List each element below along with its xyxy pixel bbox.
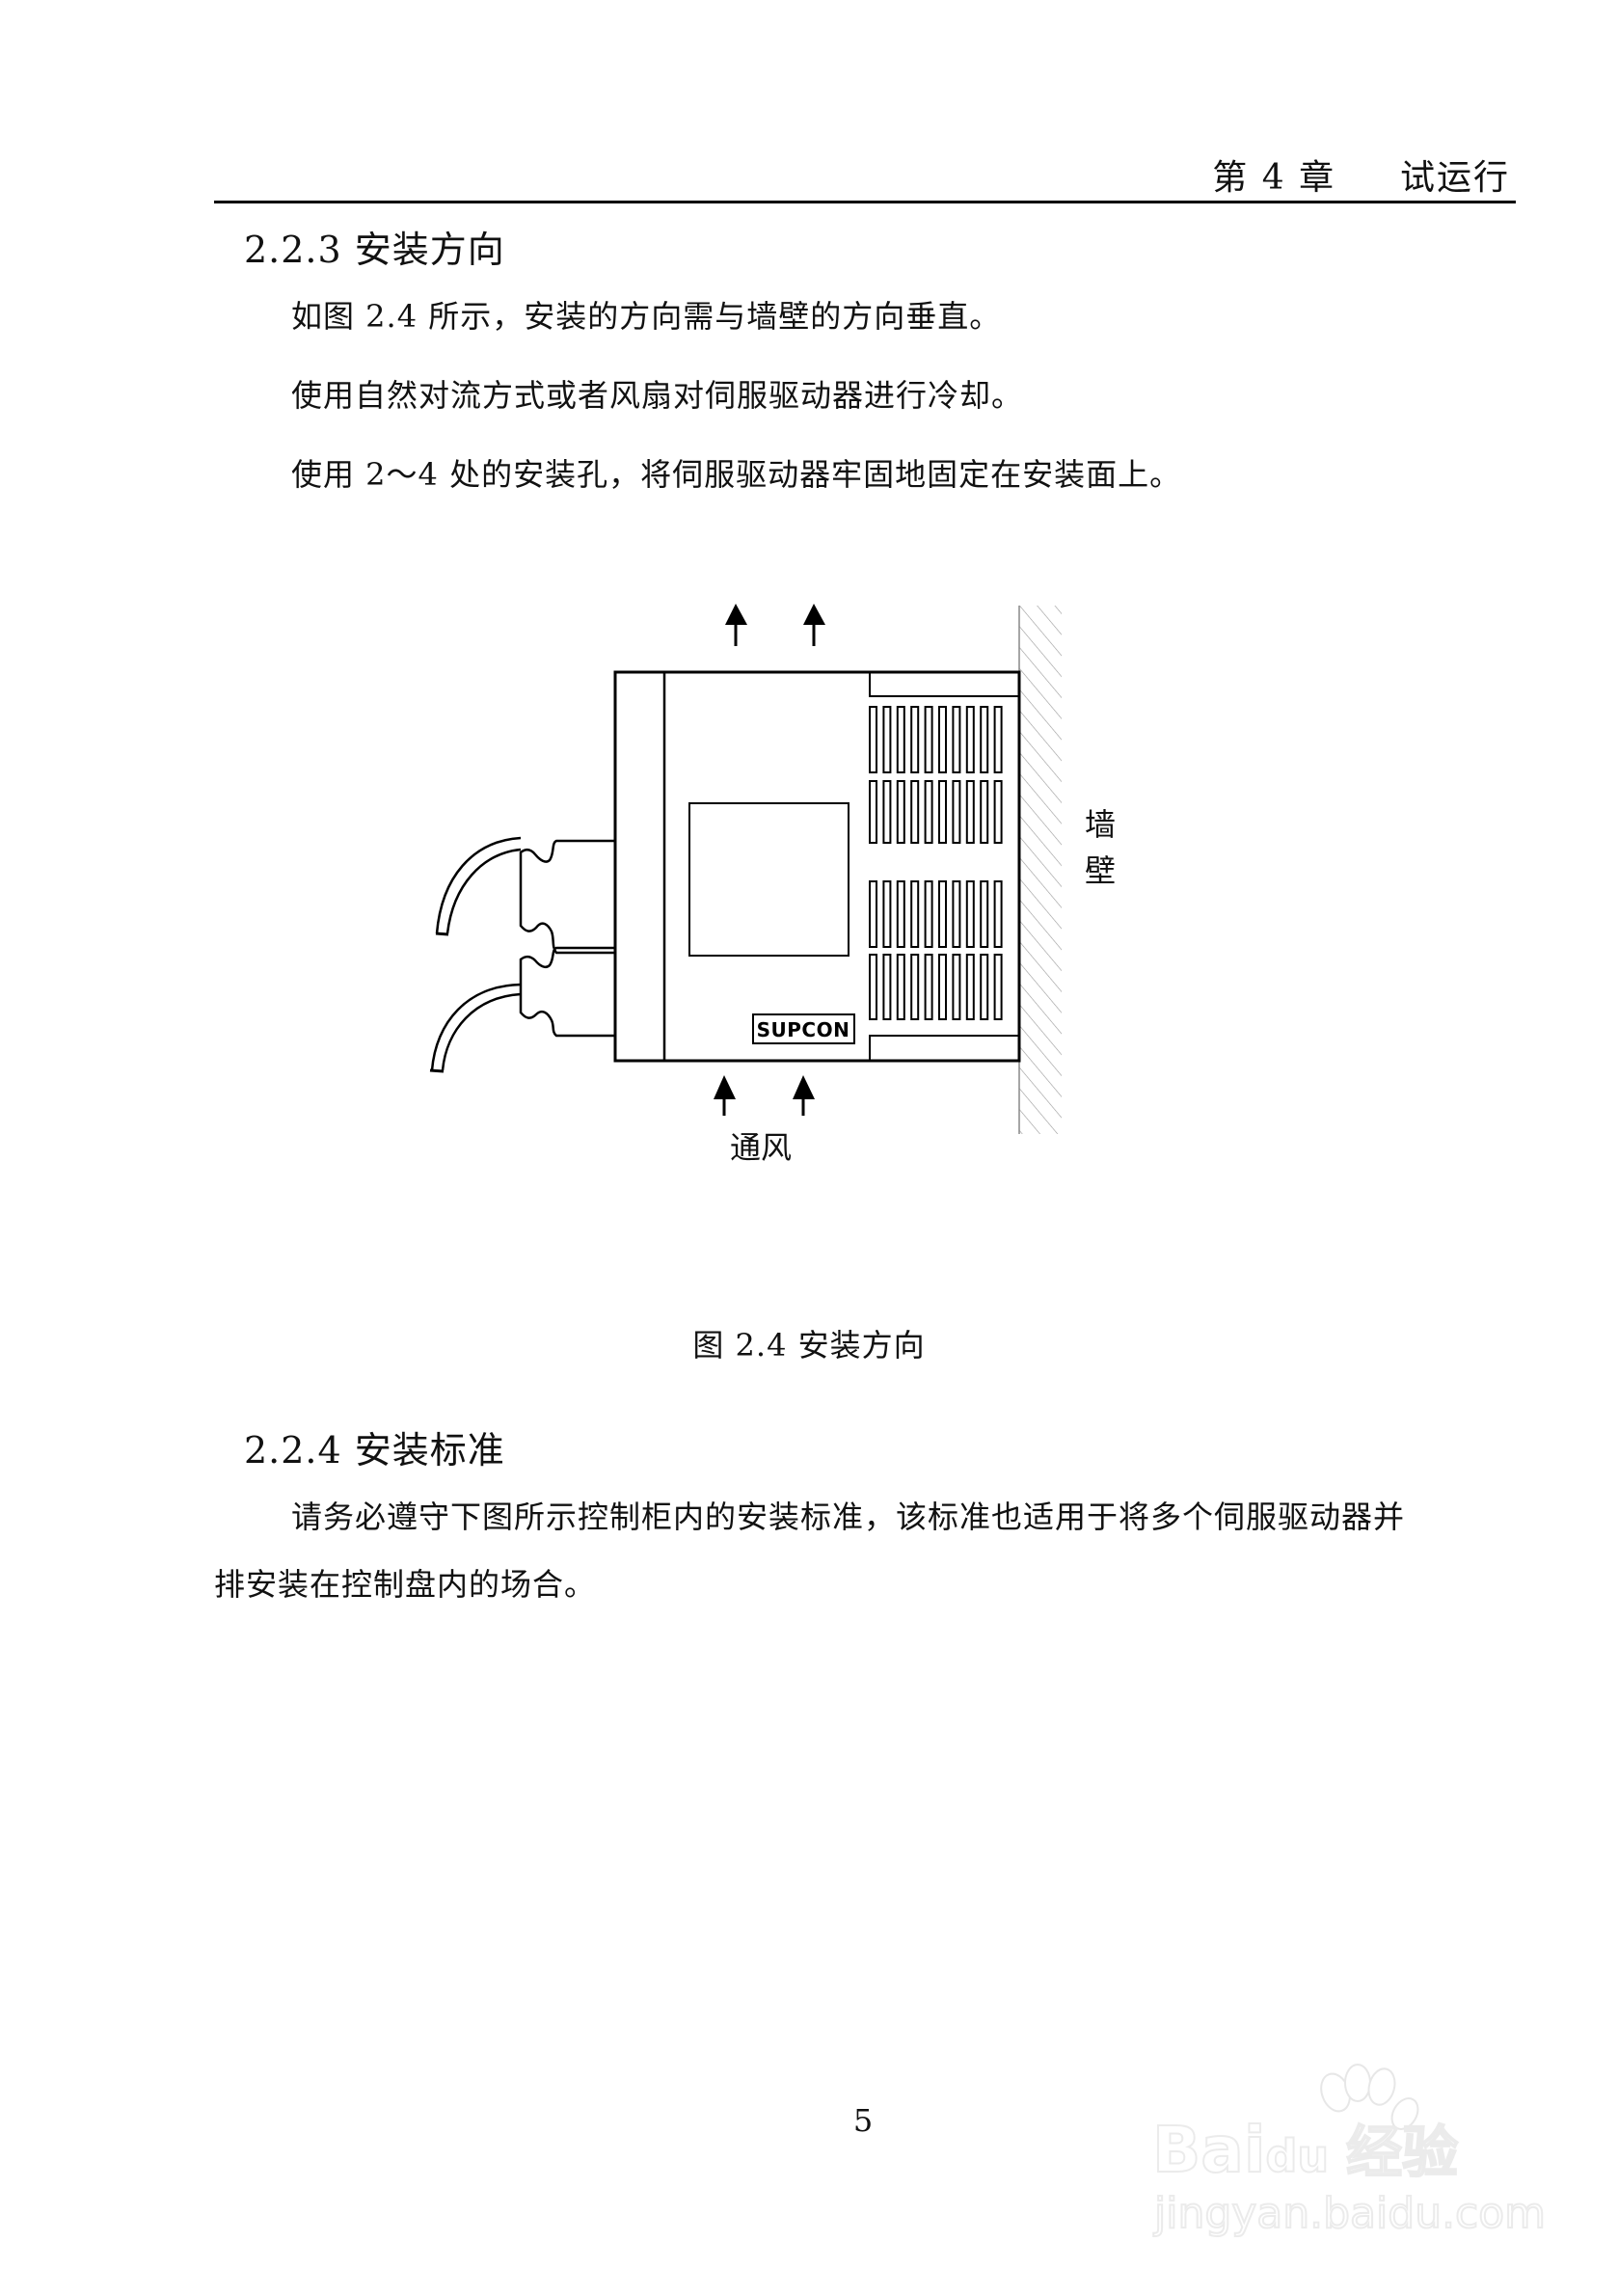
airflow-label: 通风 xyxy=(730,1129,793,1166)
vent-slot xyxy=(965,706,975,773)
chapter-title: 试运行 xyxy=(1399,158,1510,198)
arrow-up-icon xyxy=(725,604,747,646)
vent-slot xyxy=(965,780,975,844)
vent-slot xyxy=(910,780,920,844)
vent-slot xyxy=(938,880,947,948)
page-number: 5 xyxy=(852,2102,874,2139)
vent-slot xyxy=(980,706,989,773)
vent-slot xyxy=(938,706,947,773)
vent-slot xyxy=(993,706,1003,773)
paragraph-224-line-2: 排安装在控制盘内的场合。 xyxy=(214,1566,597,1603)
vent-slots xyxy=(869,706,1003,1020)
vent-slot xyxy=(924,880,933,948)
vent-slot xyxy=(952,880,961,948)
vent-slot xyxy=(980,880,989,948)
logo-bai: Bai xyxy=(1151,2112,1266,2188)
vent-slot xyxy=(896,706,905,773)
vent-slot xyxy=(869,780,877,844)
figure-caption: 图 2.4 安装方向 xyxy=(692,1327,926,1364)
vent-slot xyxy=(896,880,905,948)
logo-du: du xyxy=(1264,2129,1330,2183)
vent-slot xyxy=(993,780,1003,844)
vent-slot xyxy=(924,954,933,1020)
paragraph-224-line-1: 请务必遵守下图所示控制柜内的安装标准，该标准也适用于将多个伺服驱动器并 xyxy=(291,1499,1406,1535)
vent-slot xyxy=(938,954,947,1020)
vent-slot xyxy=(869,706,877,773)
vent-slot xyxy=(965,880,975,948)
vent-slot xyxy=(882,880,892,948)
paragraph-2: 使用自然对流方式或者风扇对伺服驱动器进行冷却。 xyxy=(291,377,1024,414)
vent-slot xyxy=(952,954,961,1020)
paragraph-1: 如图 2.4 所示，安装的方向需与墙壁的方向垂直。 xyxy=(291,298,1002,335)
vent-slot xyxy=(993,954,1003,1020)
wall-label-char-2: 壁 xyxy=(1085,852,1117,889)
vent-slot xyxy=(938,780,947,844)
vent-slot xyxy=(980,780,989,844)
wall-label-char-1: 墙 xyxy=(1085,806,1117,843)
vent-slot xyxy=(924,780,933,844)
vent-slot xyxy=(896,954,905,1020)
vent-slot xyxy=(910,706,920,773)
vent-slot xyxy=(896,780,905,844)
watermark-url: jingyan.baidu.com xyxy=(1153,2188,1547,2239)
running-header: 第 4 章 试运行 xyxy=(1212,149,1510,200)
exhaust-arrows xyxy=(725,604,825,646)
vent-slot xyxy=(952,780,961,844)
paw-icon xyxy=(1320,2064,1419,2130)
intake-arrows xyxy=(714,1075,815,1116)
display-window xyxy=(688,802,849,957)
vent-slot xyxy=(882,780,892,844)
section-heading-223: 2.2.3 安装方向 xyxy=(244,229,505,271)
header-divider xyxy=(214,201,1516,203)
servo-drive xyxy=(613,670,1021,1063)
arrow-up-icon xyxy=(793,1075,815,1116)
arrow-up-icon xyxy=(714,1075,736,1116)
brand-plate xyxy=(752,1013,855,1044)
vent-slot xyxy=(910,954,920,1020)
vent-slot xyxy=(980,954,989,1020)
vent-slot xyxy=(952,706,961,773)
vent-slot xyxy=(924,706,933,773)
cable-connectors xyxy=(429,836,614,1073)
chapter-number: 第 4 章 xyxy=(1212,158,1336,198)
section-heading-224: 2.2.4 安装标准 xyxy=(244,1429,505,1472)
vent-slot xyxy=(965,954,975,1020)
vent-slot xyxy=(910,880,920,948)
paragraph-3: 使用 2～4 处的安装孔，将伺服驱动器牢固地固定在安装面上。 xyxy=(291,456,1182,493)
vent-slot xyxy=(869,954,877,1020)
vent-slot xyxy=(993,880,1003,948)
wall xyxy=(1018,606,1062,1134)
vent-slot xyxy=(882,706,892,773)
baidu-jingyan-watermark: Baidu 经验 jingyan.baidu.com xyxy=(1151,2054,1547,2247)
logo-jingyan: 经验 xyxy=(1345,2119,1459,2186)
arrow-up-icon xyxy=(803,604,825,646)
installation-orientation-diagram: SUPCON xyxy=(429,604,1062,1134)
vent-slot xyxy=(882,954,892,1020)
brand-label: SUPCON xyxy=(757,1018,850,1041)
vent-slot xyxy=(869,880,877,948)
